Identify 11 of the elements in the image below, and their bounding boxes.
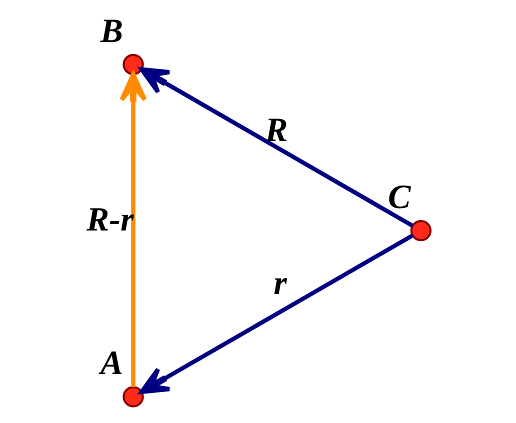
- node-circle: [410, 220, 432, 242]
- node-label: A: [100, 344, 123, 382]
- node-label: B: [100, 12, 123, 50]
- arrow: [119, 72, 146, 388]
- node-circle: [122, 54, 144, 76]
- node-circle: [122, 386, 144, 408]
- arrow: [138, 67, 414, 228]
- node-label: C: [387, 178, 410, 216]
- arrow: [138, 234, 414, 394]
- edge-label: r: [273, 264, 286, 302]
- edge-label: R: [264, 112, 288, 150]
